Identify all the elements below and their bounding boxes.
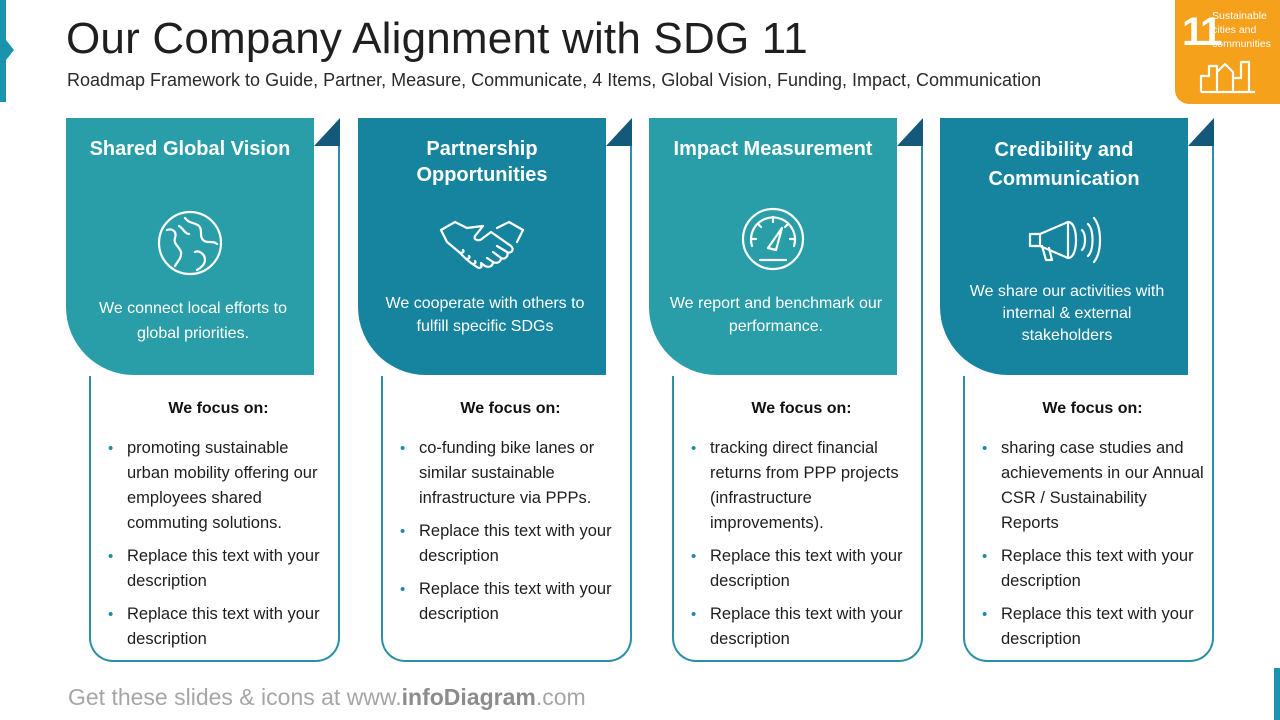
focus-heading: We focus on: xyxy=(751,400,852,417)
gauge-icon xyxy=(741,207,805,271)
focus-list: sharing case studies and achievements in… xyxy=(982,436,1207,660)
card-title: Impact Measurement xyxy=(673,138,873,160)
city-buildings-icon xyxy=(1199,60,1255,94)
list-item: Replace this text with your description xyxy=(982,602,1207,652)
list-item: Replace this text with your description xyxy=(400,519,625,569)
sdg-label: Sustainable cities and communities xyxy=(1212,9,1271,51)
list-item: sharing case studies and achievements in… xyxy=(982,436,1207,536)
card-shared-global-vision: Shared Global Vision We connect local ef… xyxy=(66,118,341,664)
list-item: promoting sustainable urban mobility off… xyxy=(108,436,333,536)
card-description: We report and benchmark our performance. xyxy=(669,295,883,335)
sdg-number: 11 xyxy=(1182,10,1222,54)
card-credibility-communication: Credibility and Communication We share o… xyxy=(940,118,1215,664)
card-description: We connect local efforts to global prior… xyxy=(99,300,287,342)
footer-brand: infoDiagram xyxy=(401,684,536,710)
sdg-label-line: communities xyxy=(1212,38,1271,50)
card-impact-measurement: Impact Measurement We report and benchma… xyxy=(649,118,924,664)
focus-list: co-funding bike lanes or similar sustain… xyxy=(400,436,625,635)
card-fold xyxy=(314,118,340,146)
list-item: Replace this text with your description xyxy=(691,544,916,594)
megaphone-icon xyxy=(1028,216,1102,264)
card-description: We share our activities with internal & … xyxy=(969,283,1165,344)
card-title: Shared Global Vision xyxy=(89,138,291,160)
card-title: Partnership Opportunities xyxy=(416,138,548,186)
list-item: Replace this text with your description xyxy=(108,544,333,594)
card-header: Shared Global Vision We connect local ef… xyxy=(66,118,314,375)
card-title: Credibility and Communication xyxy=(988,139,1140,190)
list-item: Replace this text with your description xyxy=(691,602,916,652)
card-fold xyxy=(1188,118,1214,146)
list-item: co-funding bike lanes or similar sustain… xyxy=(400,436,625,511)
card-fold xyxy=(606,118,632,146)
sdg-11-badge: 11 Sustainable cities and communities xyxy=(1175,0,1280,104)
focus-heading: We focus on: xyxy=(1042,400,1143,417)
list-item: tracking direct financial returns from P… xyxy=(691,436,916,536)
card-fold xyxy=(897,118,923,146)
list-item: Replace this text with your description xyxy=(982,544,1207,594)
card-description: We cooperate with others to fulfill spec… xyxy=(385,295,585,335)
list-item: Replace this text with your description xyxy=(108,602,333,652)
footer-credit: Get these slides & icons at www.infoDiag… xyxy=(68,684,586,711)
focus-heading: We focus on: xyxy=(168,400,269,417)
card-header: Partnership Opportunities We cooperate w… xyxy=(358,118,606,375)
card-partnership-opportunities: Partnership Opportunities We cooperate w… xyxy=(358,118,633,664)
card-header: Credibility and Communication We share o… xyxy=(940,118,1188,375)
card-header: Impact Measurement We report and benchma… xyxy=(649,118,897,375)
focus-list: tracking direct financial returns from P… xyxy=(691,436,916,660)
handshake-icon xyxy=(439,220,525,269)
list-item: Replace this text with your description xyxy=(400,577,625,627)
slide-title: Our Company Alignment with SDG 11 xyxy=(66,14,808,63)
slide-subtitle: Roadmap Framework to Guide, Partner, Mea… xyxy=(67,70,1042,90)
sdg-label-line: Sustainable xyxy=(1212,10,1267,22)
focus-list: promoting sustainable urban mobility off… xyxy=(108,436,333,660)
footer-suffix: .com xyxy=(535,684,586,710)
focus-heading: We focus on: xyxy=(460,400,561,417)
right-accent-bar xyxy=(1274,668,1280,720)
footer-prefix: Get these slides & icons at www. xyxy=(68,684,402,710)
left-accent-bar xyxy=(0,0,14,102)
globe-icon xyxy=(157,210,223,276)
sdg-label-line: cities and xyxy=(1212,24,1257,36)
